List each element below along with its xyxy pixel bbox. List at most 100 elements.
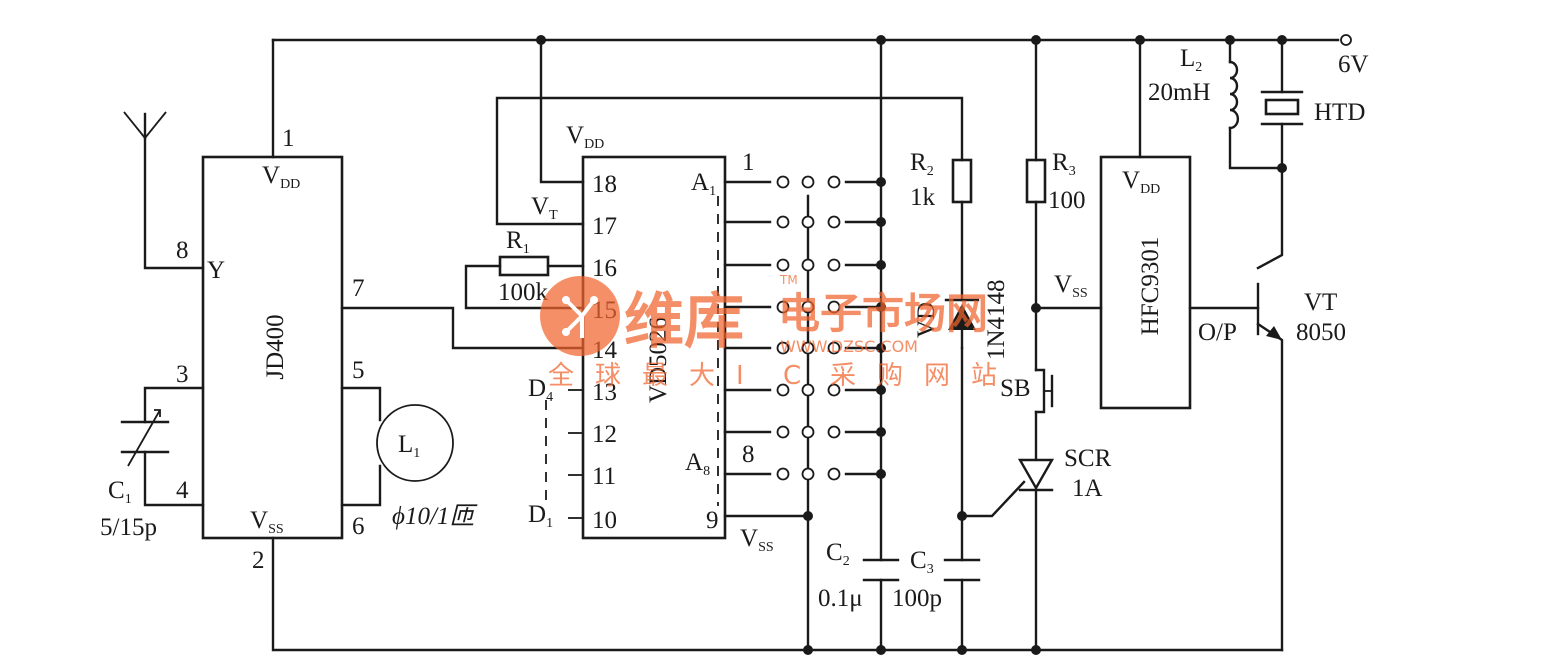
svg-text:VDD: VDD (262, 162, 300, 192)
vd-diode: VD 1N4148 (913, 279, 1010, 360)
svg-text:SB: SB (1000, 375, 1031, 402)
svg-text:电子市场网: 电子市场网 (778, 289, 988, 338)
jumper-pad (776, 341, 790, 355)
svg-text:12: 12 (592, 421, 617, 448)
svg-text:1N4148: 1N4148 (983, 279, 1010, 360)
vt-transistor: VT 8050 (1256, 282, 1346, 346)
svg-text:A1: A1 (691, 169, 716, 199)
jumper-pad (776, 467, 790, 481)
watermark-slogan-char: 全 (548, 361, 574, 391)
jumper-pad (801, 215, 815, 229)
svg-text:20mH: 20mH (1148, 79, 1211, 106)
svg-text:C2: C2 (826, 539, 850, 569)
r2-resistor: R2 1k (910, 149, 973, 211)
svg-text:13: 13 (592, 379, 617, 406)
jumper-pad (827, 175, 841, 189)
hfc9301-chip: HFC9301 VDD VSS O/P (1054, 155, 1237, 410)
jumper-pad (801, 425, 815, 439)
svg-text:1: 1 (742, 149, 755, 176)
watermark-slogan-char: 球 (595, 361, 621, 391)
svg-text:VSS: VSS (740, 525, 774, 555)
watermark-logo-icon (540, 276, 620, 356)
jumper-pad (827, 383, 841, 397)
svg-text:11: 11 (592, 463, 616, 490)
jumper-pad (801, 175, 815, 189)
svg-text:1: 1 (282, 125, 295, 152)
l1-loop-coil: L1 ϕ10/1匝 (376, 404, 478, 530)
svg-text:100k: 100k (498, 279, 549, 306)
svg-text:A8: A8 (685, 449, 710, 479)
svg-text:4: 4 (176, 477, 189, 504)
svg-text:VDD: VDD (1122, 167, 1160, 197)
svg-text:C3: C3 (910, 547, 934, 577)
jumper-pad (776, 300, 790, 314)
svg-text:8: 8 (176, 237, 189, 264)
jumper-pad (801, 258, 815, 272)
scr-thyristor: SCR 1A (1017, 445, 1112, 502)
decoder-name: VD5026 (645, 317, 672, 403)
watermark-slogan-char: C (783, 361, 801, 391)
svg-text:10: 10 (592, 507, 617, 534)
svg-text:1k: 1k (910, 184, 936, 211)
svg-text:8050: 8050 (1296, 319, 1346, 346)
svg-text:100: 100 (1048, 187, 1086, 214)
jumper-pad (827, 300, 841, 314)
jumper-pad (827, 467, 841, 481)
jumper-pad (776, 175, 790, 189)
svg-text:1A: 1A (1072, 475, 1103, 502)
svg-text:16: 16 (592, 255, 617, 282)
htd-buzzer: HTD (1260, 90, 1365, 126)
svg-text:9: 9 (706, 507, 719, 534)
svg-text:HTD: HTD (1314, 99, 1365, 126)
svg-text:SCR: SCR (1064, 445, 1112, 472)
svg-text:3: 3 (176, 361, 189, 388)
svg-text:Y: Y (207, 257, 225, 284)
r3-resistor: R3 100 (1025, 149, 1086, 214)
supply-terminal (1340, 34, 1352, 46)
watermark-slogan-char: 网 (924, 361, 950, 391)
watermark-slogan-char: 大 (689, 361, 715, 391)
svg-text:VSS: VSS (1054, 271, 1088, 301)
jumper-pad (827, 425, 841, 439)
svg-text:2: 2 (252, 547, 265, 574)
svg-text:D4: D4 (528, 375, 553, 405)
sb-push-button: SB (1000, 368, 1054, 414)
c3-capacitor: C3 100p (892, 547, 981, 612)
svg-text:L1: L1 (398, 431, 420, 461)
svg-text:D1: D1 (528, 501, 553, 531)
svg-text:WWW.DZSC.COM: WWW.DZSC.COM (780, 337, 918, 356)
antenna-icon (123, 111, 167, 140)
svg-text:VSS: VSS (250, 507, 284, 537)
svg-text:VT: VT (1304, 289, 1337, 316)
c1-variable-capacitor: C1 5/15p (100, 409, 170, 541)
svg-text:5: 5 (352, 357, 365, 384)
svg-text:VDD: VDD (566, 122, 604, 152)
watermark-slogan-char: 购 (877, 361, 903, 391)
l2-inductor: L2 20mH (1148, 45, 1240, 130)
svg-text:R1: R1 (506, 227, 530, 257)
jumper-pad (801, 300, 815, 314)
svg-text:0.1μ: 0.1μ (818, 585, 863, 612)
jumper-pad (776, 258, 790, 272)
svg-text:VT: VT (531, 193, 558, 223)
hfc-name: HFC9301 (1137, 237, 1164, 336)
watermark-slogan-char: I (736, 361, 744, 391)
watermark-slogan-char: 站 (971, 361, 997, 391)
svg-text:100p: 100p (892, 585, 942, 612)
address-jumper-pads (776, 175, 841, 481)
watermark-slogan-char: 采 (830, 361, 856, 391)
jumper-pad (801, 341, 815, 355)
jumper-pad (776, 383, 790, 397)
svg-text:维库: 维库 (624, 287, 744, 357)
jd400-chip: JD400 VDD VSS Y 1 2 3 4 5 6 7 8 (176, 125, 365, 574)
jumper-pad (776, 425, 790, 439)
jumper-pad (776, 215, 790, 229)
r1-resistor: R1 100k (498, 227, 550, 306)
jumper-pad (827, 215, 841, 229)
svg-text:R3: R3 (1052, 149, 1076, 179)
junction-dots (536, 35, 1287, 655)
svg-text:18: 18 (592, 171, 617, 198)
wires (143, 38, 1340, 652)
